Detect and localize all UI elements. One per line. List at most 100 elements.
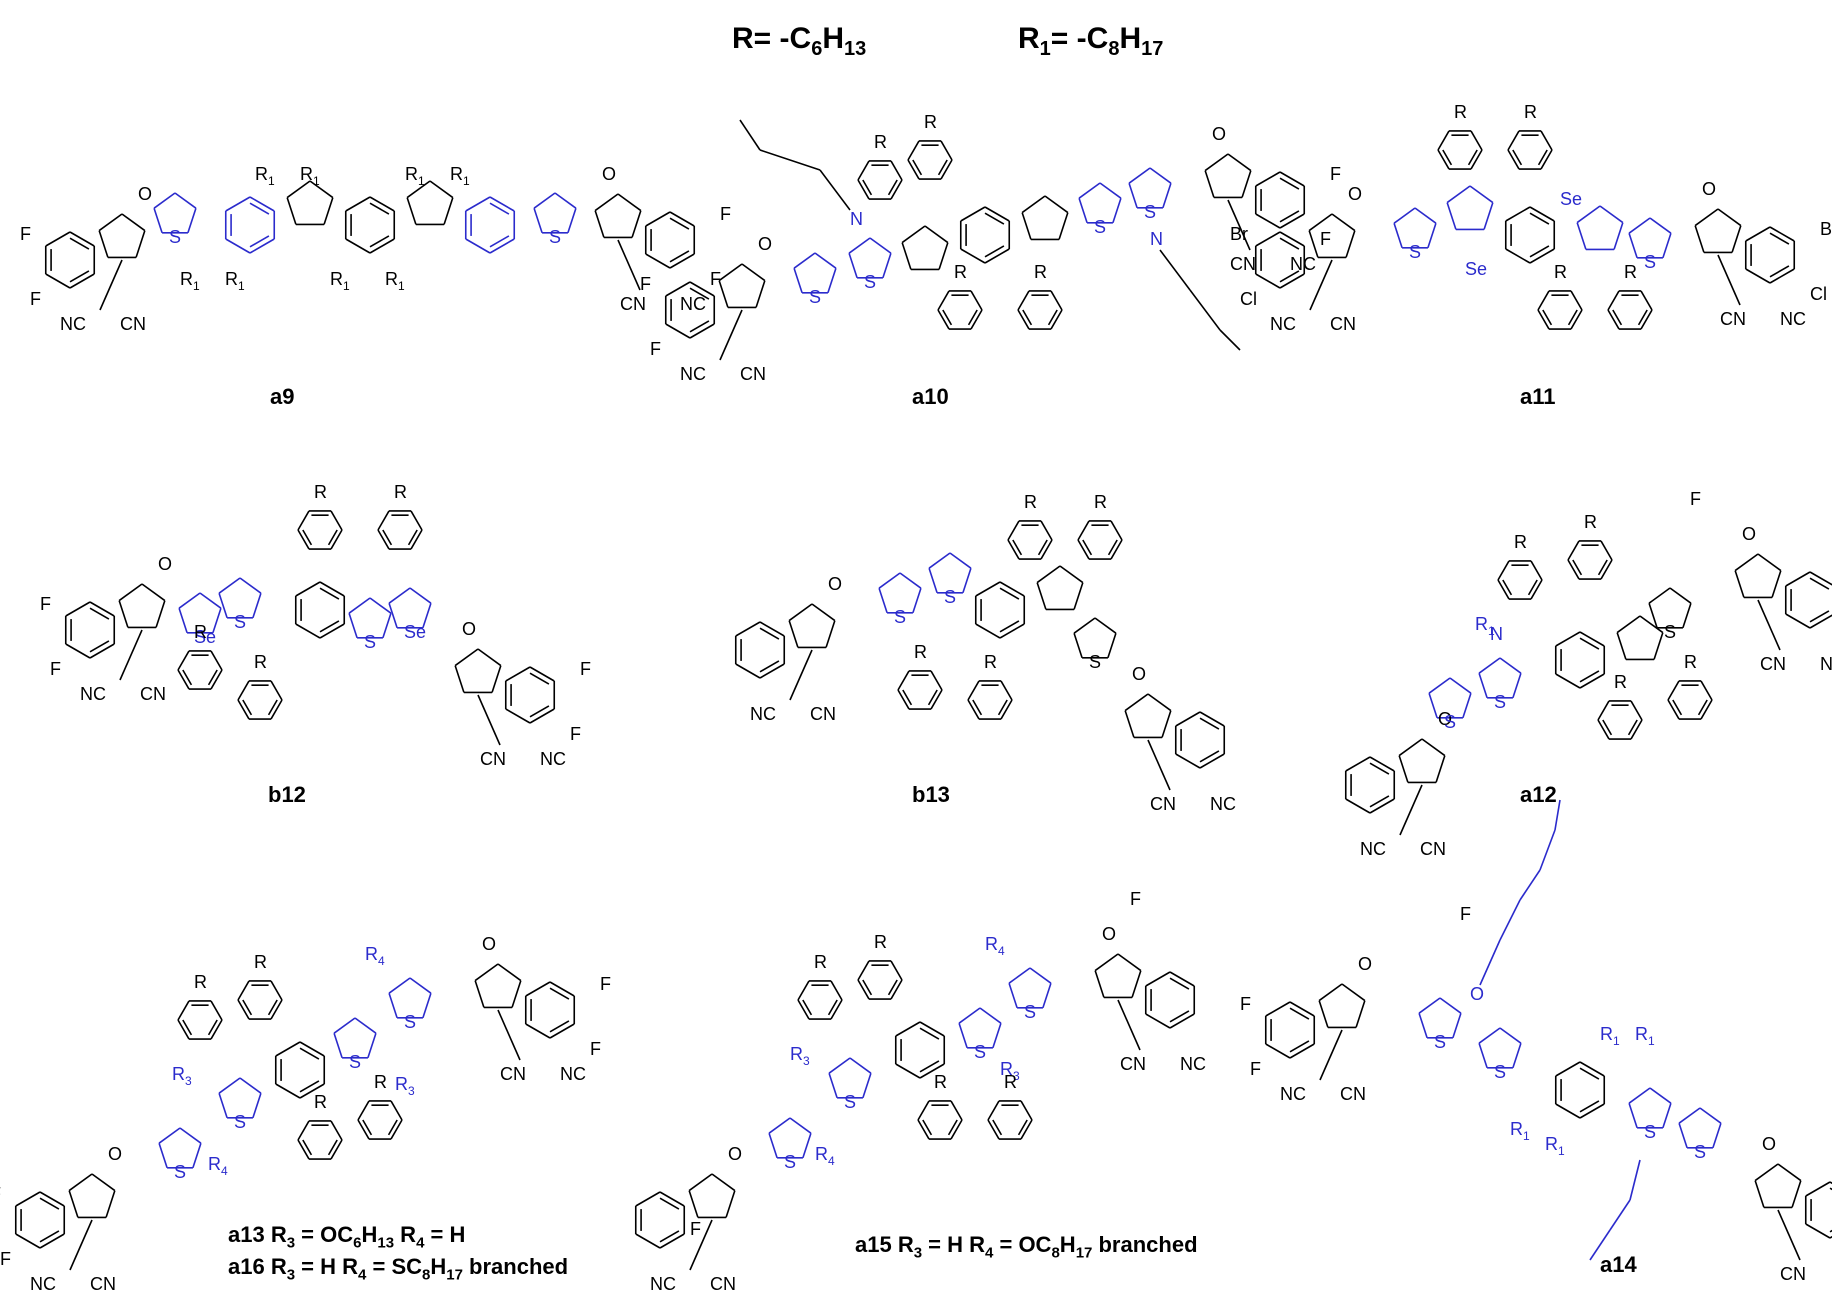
bond (529, 672, 550, 685)
bond (1147, 739, 1171, 791)
bond (1161, 710, 1172, 738)
bond (465, 196, 491, 212)
atom-label: S (1694, 1142, 1706, 1162)
bond (1769, 232, 1790, 245)
bond (1497, 560, 1510, 581)
bond (1717, 254, 1741, 306)
bond (1607, 290, 1620, 311)
bond (177, 669, 190, 690)
bond (319, 581, 345, 597)
bond (814, 252, 837, 269)
bond (1117, 999, 1141, 1051)
bond (177, 650, 190, 671)
bond (1529, 245, 1550, 258)
atom-label: R1 (225, 269, 245, 293)
bond (895, 1021, 921, 1037)
bond (497, 963, 522, 982)
atom-label: R (1034, 262, 1047, 282)
bond (759, 663, 785, 679)
bond (897, 670, 910, 691)
atom-label: O (828, 574, 842, 594)
bond (788, 620, 799, 648)
bond (135, 230, 146, 258)
bond (407, 529, 418, 546)
bond (141, 583, 166, 602)
bond (153, 207, 163, 234)
atom-label: F (650, 339, 661, 359)
bond (388, 587, 411, 604)
bond (1653, 632, 1664, 660)
bond (1012, 539, 1023, 556)
bond (862, 1072, 872, 1099)
bond (1073, 632, 1083, 659)
bond (1169, 971, 1195, 987)
bond (1734, 553, 1759, 572)
bond (1609, 1199, 1631, 1231)
bond (1470, 130, 1483, 151)
bond (830, 980, 843, 1001)
bond (302, 529, 313, 546)
bond (1628, 1087, 1651, 1104)
atom-label: R1 (1475, 614, 1495, 638)
bond (665, 323, 691, 339)
atom-label: NC (80, 684, 106, 704)
atom-label: Br (1820, 219, 1832, 239)
bond (688, 1173, 713, 1192)
bond (153, 192, 176, 209)
atom-label: F (590, 1039, 601, 1059)
bond (39, 1233, 65, 1249)
atom-label: NC (1180, 1054, 1206, 1074)
atom-label: R1 (255, 164, 275, 188)
atom-label: F (20, 224, 31, 244)
bond (1717, 208, 1742, 227)
bond (39, 1197, 60, 1210)
bond (631, 210, 642, 238)
bond (901, 242, 912, 270)
bond (1219, 329, 1241, 351)
bond (1628, 217, 1651, 234)
bond (1462, 692, 1472, 719)
atom-label: CN (1720, 309, 1746, 329)
bond (665, 281, 691, 297)
atom-label: O (1348, 184, 1362, 204)
bond (1785, 571, 1811, 587)
atom-label: O (1742, 524, 1756, 544)
atom-label: R4 (208, 1154, 228, 1178)
bond (1289, 1043, 1315, 1059)
bond (984, 248, 1010, 264)
bond (489, 196, 515, 212)
bond (1648, 602, 1658, 629)
bond (1050, 290, 1063, 311)
bond (377, 510, 390, 531)
bond (937, 290, 950, 311)
bond (1469, 185, 1494, 204)
bond (529, 705, 550, 718)
bond (357, 1119, 370, 1140)
bond (210, 1019, 223, 1040)
bond (1078, 197, 1088, 224)
bond (689, 281, 715, 297)
bond (474, 963, 499, 982)
atom-label: R (1094, 492, 1107, 512)
bond (802, 999, 813, 1016)
bond (1529, 212, 1550, 225)
bond (984, 206, 1010, 222)
bond (1630, 719, 1643, 740)
bond (1570, 290, 1583, 311)
bond (275, 1083, 301, 1099)
atom-label: S (1444, 712, 1456, 732)
bond (1478, 1027, 1501, 1044)
bond (1159, 249, 1191, 291)
bond (549, 1020, 570, 1033)
bond (121, 213, 146, 232)
bond (210, 1000, 223, 1021)
atom-label: R3 (172, 1064, 192, 1088)
bond (967, 699, 980, 720)
bond (1017, 309, 1030, 330)
bond (158, 1142, 168, 1169)
bond (857, 160, 870, 181)
bond (218, 577, 241, 594)
atom-label: R (1584, 512, 1597, 532)
bond (330, 510, 343, 531)
bond (970, 309, 983, 330)
